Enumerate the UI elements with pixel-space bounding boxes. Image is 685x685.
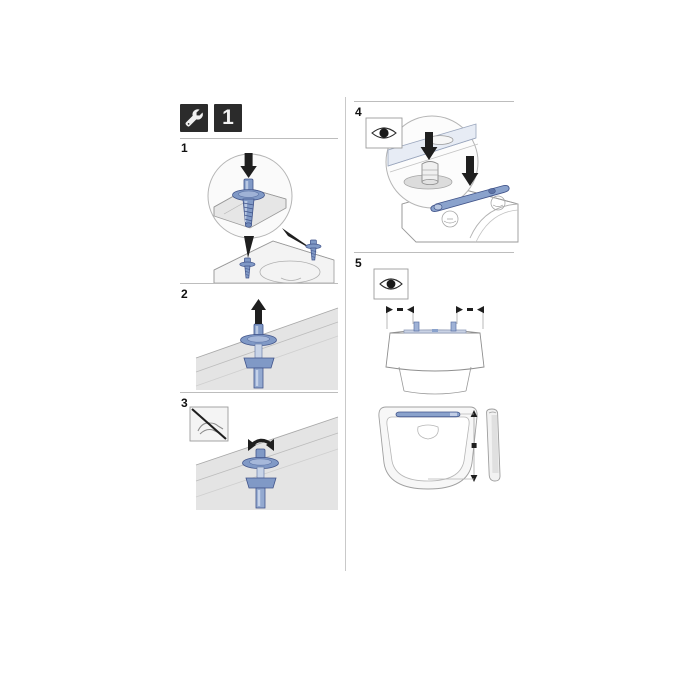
rotate-arrow-icon	[248, 438, 274, 451]
hinge-bar	[430, 185, 510, 212]
step-5-figure	[352, 267, 518, 497]
step-4-figure	[352, 115, 519, 256]
no-hand-tool-icon	[189, 406, 229, 442]
step-3-number: 3	[181, 396, 188, 410]
step-2-figure	[178, 298, 339, 390]
bolt-assembly-section	[240, 323, 277, 389]
wrench-badge	[180, 104, 208, 132]
step-1-rule	[180, 138, 338, 139]
bushing	[421, 161, 439, 186]
count-badge: 1	[214, 104, 242, 132]
magnifier-detail-circle	[385, 115, 479, 209]
arrow-down-icon	[240, 153, 257, 178]
bolt-position-markers	[441, 195, 506, 228]
ceramic-bolt-left	[239, 257, 256, 279]
step-4-number: 4	[355, 105, 362, 119]
step-5-rule	[354, 252, 514, 253]
arrow-down-icon	[420, 132, 438, 160]
bolt-assembly	[232, 178, 265, 228]
step-5-number: 5	[355, 256, 362, 270]
front-view-ceramic	[385, 321, 485, 395]
arrow-down-icon	[461, 156, 479, 186]
step-1-figure	[178, 152, 338, 284]
step-3-rule	[180, 392, 338, 393]
seat-top-view	[378, 406, 478, 490]
column-divider	[345, 97, 346, 571]
eye-inspection-icon	[365, 117, 403, 149]
pointer-triangle-left	[244, 236, 254, 258]
step-2-number: 2	[181, 287, 188, 301]
vertical-dimension-line	[428, 410, 478, 482]
step-3-figure	[178, 405, 339, 510]
seat-side-profile	[486, 408, 501, 482]
ceramic-bolt-right	[305, 239, 322, 261]
step-1-number: 1	[181, 141, 188, 155]
step-2-rule	[180, 283, 338, 284]
dimension-arrows-left	[386, 306, 414, 329]
step-4-rule	[354, 101, 514, 102]
bolt-assembly-section	[242, 448, 279, 509]
magnifier-detail-circle	[207, 153, 293, 239]
wrench-icon	[185, 109, 203, 127]
eye-inspection-icon	[373, 268, 409, 300]
count-badge-label: 1	[222, 106, 234, 129]
dimension-arrows-right	[456, 306, 484, 329]
ceramic-band	[195, 307, 339, 390]
arrow-up-icon	[251, 299, 266, 324]
